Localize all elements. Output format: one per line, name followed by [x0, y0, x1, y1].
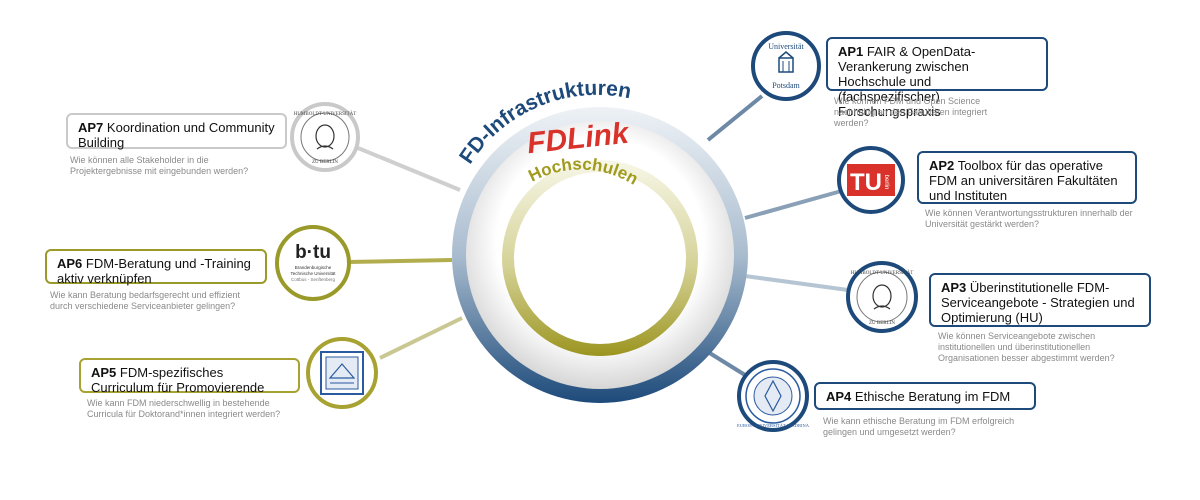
ap1-title: FAIR & OpenData-Verankerung zwischen Hoc… — [838, 44, 976, 119]
connector-ap6 — [347, 258, 453, 264]
humboldt-university-logo-ap7: HUMBOLDT-UNIVERSITÄT ZU BERLIN — [290, 102, 360, 172]
connector-ap2 — [744, 188, 846, 220]
ap6-box: AP6 FDM-Beratung und -Training aktiv ver… — [45, 249, 267, 286]
ap3-box: AP3 Überinstitutionelle FDM-Serviceangeb… — [929, 273, 1151, 327]
ap2-id: AP2 — [929, 158, 955, 173]
svg-text:Potsdam: Potsdam — [772, 81, 800, 90]
svg-text:b·tu: b·tu — [295, 242, 331, 263]
ap4-box: AP4 Ethische Beratung im FDM — [814, 382, 1036, 410]
svg-text:berlin: berlin — [883, 175, 889, 190]
btu-logo: b·tu Brandenburgische Technische Univers… — [275, 225, 351, 301]
ap7-id: AP7 — [78, 120, 104, 135]
ap1-id: AP1 — [838, 44, 864, 59]
ap6-id: AP6 — [57, 256, 83, 271]
ap5-title: FDM-spezifisches Curriculum für Promovie… — [91, 365, 265, 395]
connector-ap5 — [379, 316, 463, 360]
tu-berlin-logo: TU berlin — [837, 146, 905, 214]
universitaet-potsdam-logo: Universität Potsdam — [751, 31, 821, 101]
viadrina-logo: EUROPA-UNIVERSITÄT VIADRINA — [737, 360, 810, 432]
ap2-box: AP2 Toolbox für das operative FDM an uni… — [917, 151, 1137, 204]
hub-center — [514, 172, 686, 344]
ap3-question: Wie können Serviceangebote zwischen inst… — [938, 331, 1115, 363]
ap5-question: Wie kann FDM niederschwellig in bestehen… — [87, 398, 281, 419]
svg-text:ZU BERLIN: ZU BERLIN — [869, 321, 895, 326]
connector-ap1 — [706, 94, 764, 142]
ap7-box: AP7 Koordination und Community Building — [66, 113, 287, 150]
ap4-question: Wie kann ethische Beratung im FDM erfolg… — [823, 416, 1015, 437]
connector-ap4 — [706, 350, 747, 377]
svg-text:HUMBOLDT-UNIVERSITÄT: HUMBOLDT-UNIVERSITÄT — [294, 111, 357, 117]
svg-text:Technische Universität: Technische Universität — [290, 271, 336, 276]
central-hub: FD-Infrastrukturen FDLink Hochschulen — [452, 77, 748, 403]
ap7-title: Koordination und Community Building — [78, 120, 275, 150]
svg-text:HUMBOLDT-UNIVERSITÄT: HUMBOLDT-UNIVERSITÄT — [851, 270, 914, 276]
ap1-box: AP1 FAIR & OpenData-Verankerung zwischen… — [826, 37, 1048, 119]
fu-berlin-logo — [306, 337, 378, 409]
ap2-question: Wie können Verantwortungsstrukturen inne… — [925, 208, 1133, 229]
ap3-id: AP3 — [941, 280, 967, 295]
ap5-id: AP5 — [91, 365, 117, 380]
connector-ap7 — [357, 146, 461, 192]
ap7-question: Wie können alle Stakeholder in die Proje… — [70, 155, 249, 176]
ap1-question: Wie können FDM und Open Science nachhalt… — [834, 96, 988, 128]
ap6-title: FDM-Beratung und -Training aktiv verknüp… — [57, 256, 251, 286]
connector-lines — [347, 94, 849, 377]
svg-text:EUROPA-UNIVERSITÄT VIADRINA: EUROPA-UNIVERSITÄT VIADRINA — [737, 423, 810, 428]
ap5-box: AP5 FDM-spezifisches Curriculum für Prom… — [79, 358, 300, 395]
ap4-id: AP4 — [826, 389, 852, 404]
ap3-title: Überinstitutionelle FDM-Serviceangebote … — [941, 280, 1135, 325]
ap4-title: Ethische Beratung im FDM — [854, 389, 1011, 404]
humboldt-university-logo-ap3: HUMBOLDT-UNIVERSITÄT ZU BERLIN — [846, 261, 918, 333]
svg-text:Brandenburgische: Brandenburgische — [295, 265, 332, 270]
ap6-question: Wie kann Beratung bedarfsgerecht und eff… — [50, 290, 240, 311]
connector-ap3 — [744, 274, 849, 292]
svg-text:Cottbus - Senftenberg: Cottbus - Senftenberg — [291, 277, 336, 282]
ap2-title: Toolbox für das operative FDM an univers… — [929, 158, 1118, 203]
svg-text:Universität: Universität — [768, 42, 804, 51]
svg-text:TU: TU — [850, 169, 882, 196]
svg-text:ZU BERLIN: ZU BERLIN — [312, 160, 338, 165]
